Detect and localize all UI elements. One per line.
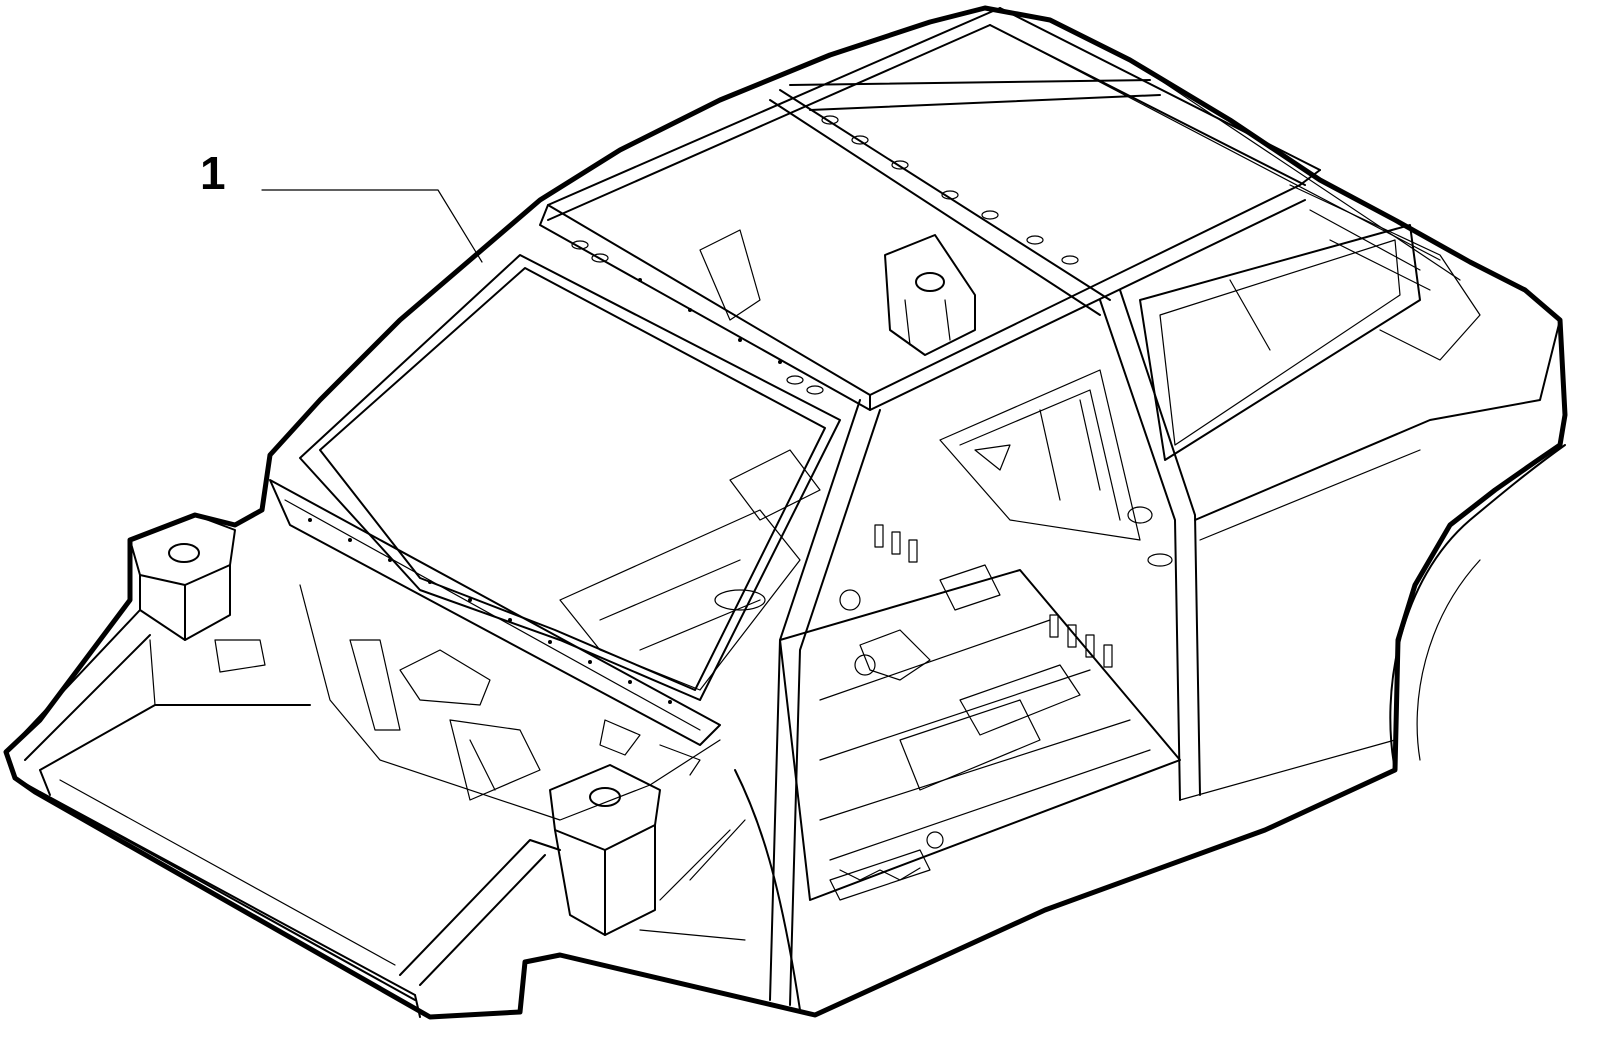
front-shock-towers bbox=[129, 514, 661, 936]
rear-quarter bbox=[1179, 319, 1566, 801]
center-mount bbox=[699, 229, 976, 521]
rear-interior bbox=[939, 369, 1173, 567]
roof-frame bbox=[539, 7, 1461, 411]
front-apron bbox=[5, 609, 561, 1018]
firewall-cowl bbox=[269, 479, 721, 821]
callout-leader-line bbox=[261, 189, 483, 263]
body-outline bbox=[3, 5, 1568, 1020]
callout-number-1: 1 bbox=[200, 147, 226, 199]
rear-shelf bbox=[1289, 184, 1481, 361]
windshield-opening bbox=[299, 254, 841, 701]
front-fender bbox=[639, 769, 801, 1011]
floor-pan bbox=[559, 509, 1181, 901]
